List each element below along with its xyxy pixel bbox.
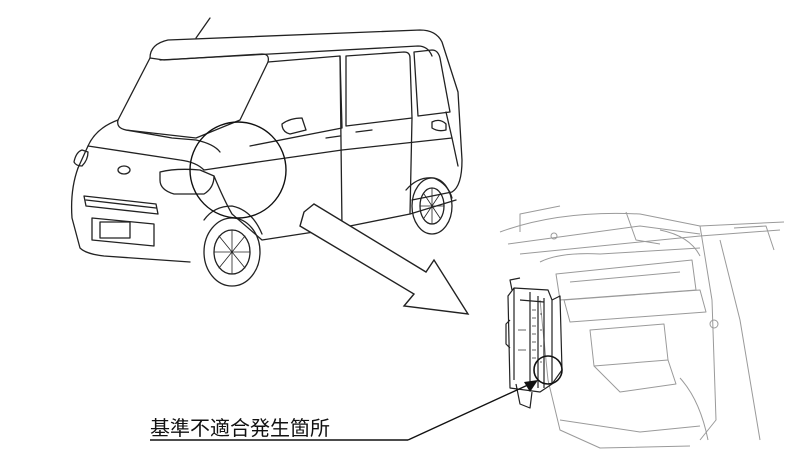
direction-arrow — [299, 203, 470, 315]
dashboard-illustration — [499, 205, 785, 449]
callout-label: 基準不適合発生箇所 — [150, 416, 330, 440]
ecu-detail-circle — [533, 355, 563, 385]
callout-leader — [150, 380, 538, 441]
vehicle-detail-circle — [189, 121, 287, 219]
vehicle-illustration — [70, 17, 463, 287]
ecu-unit — [505, 277, 563, 409]
